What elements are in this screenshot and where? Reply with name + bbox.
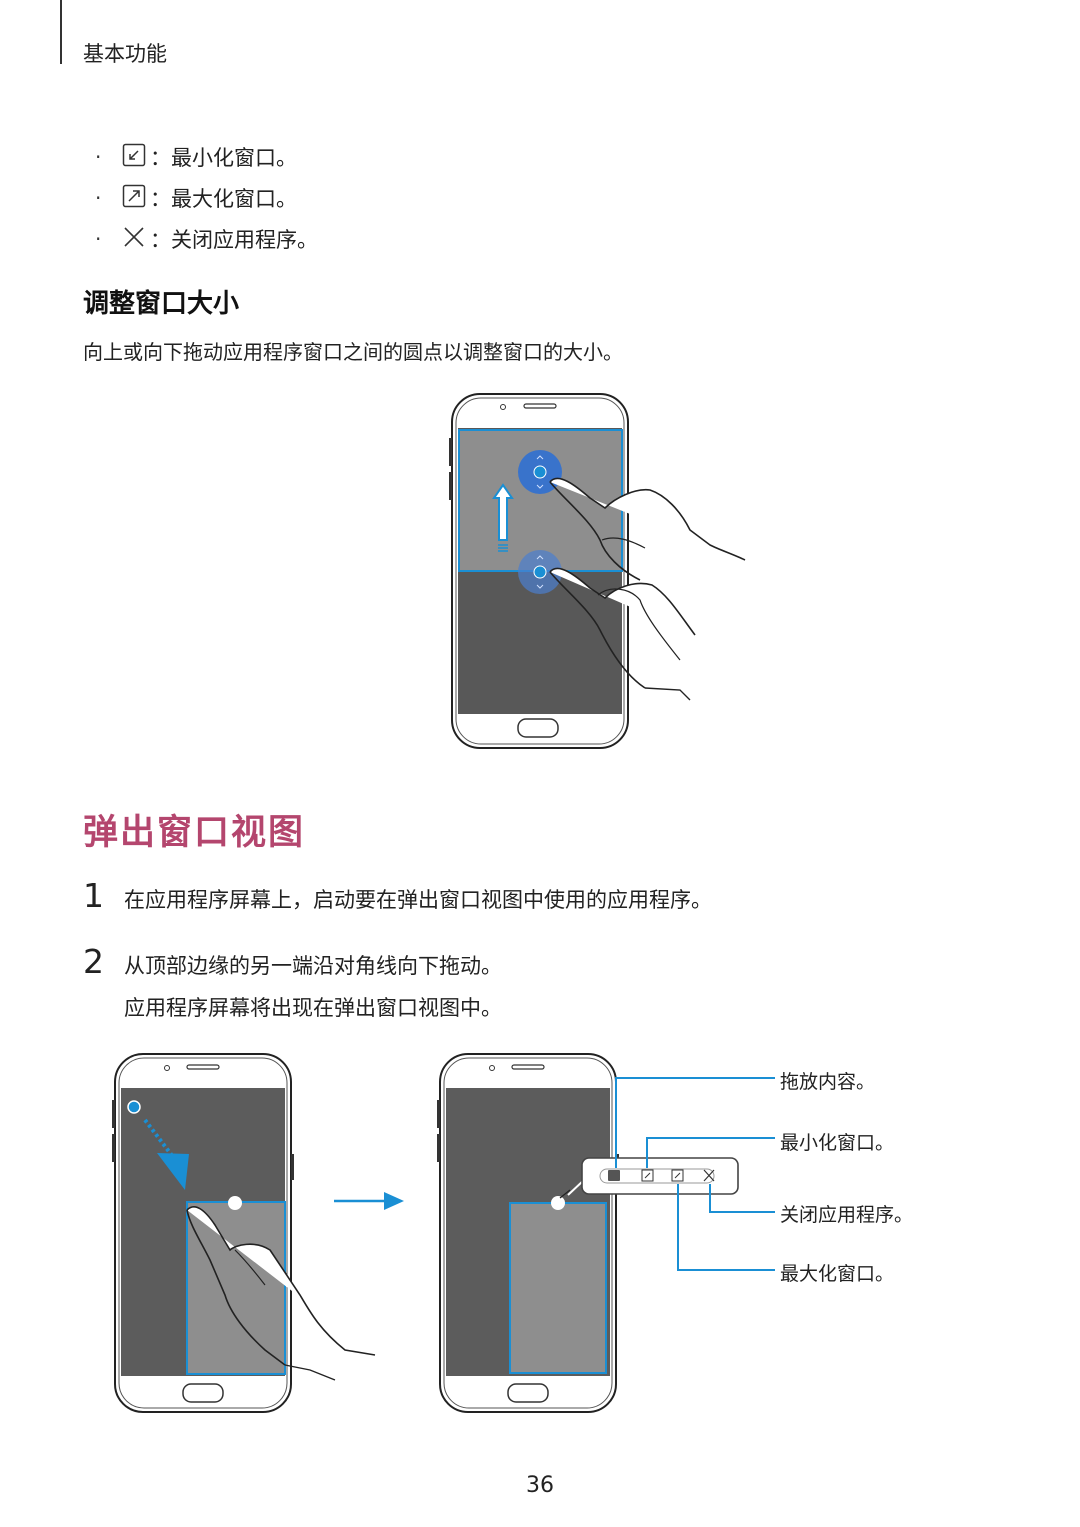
step-text: 从顶部边缘的另一端沿对角线向下拖动。 xyxy=(124,954,502,978)
bullet-text-minimize: ：最小化窗口。 xyxy=(150,146,297,170)
section-title: 基本功能 xyxy=(83,42,167,66)
bullet-dot: · xyxy=(95,145,102,169)
step-text: 在应用程序屏幕上，启动要在弹出窗口视图中使用的应用程序。 xyxy=(124,888,712,912)
step-number: 2 xyxy=(83,942,104,981)
popup-window-illustration xyxy=(437,1053,775,1413)
minimize-window-icon xyxy=(122,143,146,167)
resize-illustration xyxy=(449,393,746,749)
maximize-window-icon xyxy=(122,184,146,208)
close-icon xyxy=(124,227,144,247)
bullet-dot: · xyxy=(95,186,102,210)
resize-heading: 调整窗口大小 xyxy=(83,289,240,319)
step-number: 1 xyxy=(83,876,104,915)
resize-description: 向上或向下拖动应用程序窗口之间的圆点以调整窗口的大小。 xyxy=(83,340,623,364)
step-subtext: 应用程序屏幕将出现在弹出窗口视图中。 xyxy=(124,996,502,1020)
callout-minimize: 最小化窗口。 xyxy=(780,1132,895,1154)
drag-diagonal-illustration xyxy=(112,1053,376,1413)
header-rule xyxy=(60,0,62,64)
callout-drag-content: 拖放内容。 xyxy=(780,1071,876,1093)
popup-heading: 弹出窗口视图 xyxy=(83,813,306,853)
bullet-dot: · xyxy=(95,227,102,251)
callout-close: 关闭应用程序。 xyxy=(780,1204,914,1226)
page-number: 36 xyxy=(526,1473,554,1498)
bullet-text-close: ：关闭应用程序。 xyxy=(150,228,318,252)
bullet-text-maximize: ：最大化窗口。 xyxy=(150,187,297,211)
next-arrow-icon xyxy=(334,1192,404,1210)
callout-maximize: 最大化窗口。 xyxy=(780,1263,895,1285)
